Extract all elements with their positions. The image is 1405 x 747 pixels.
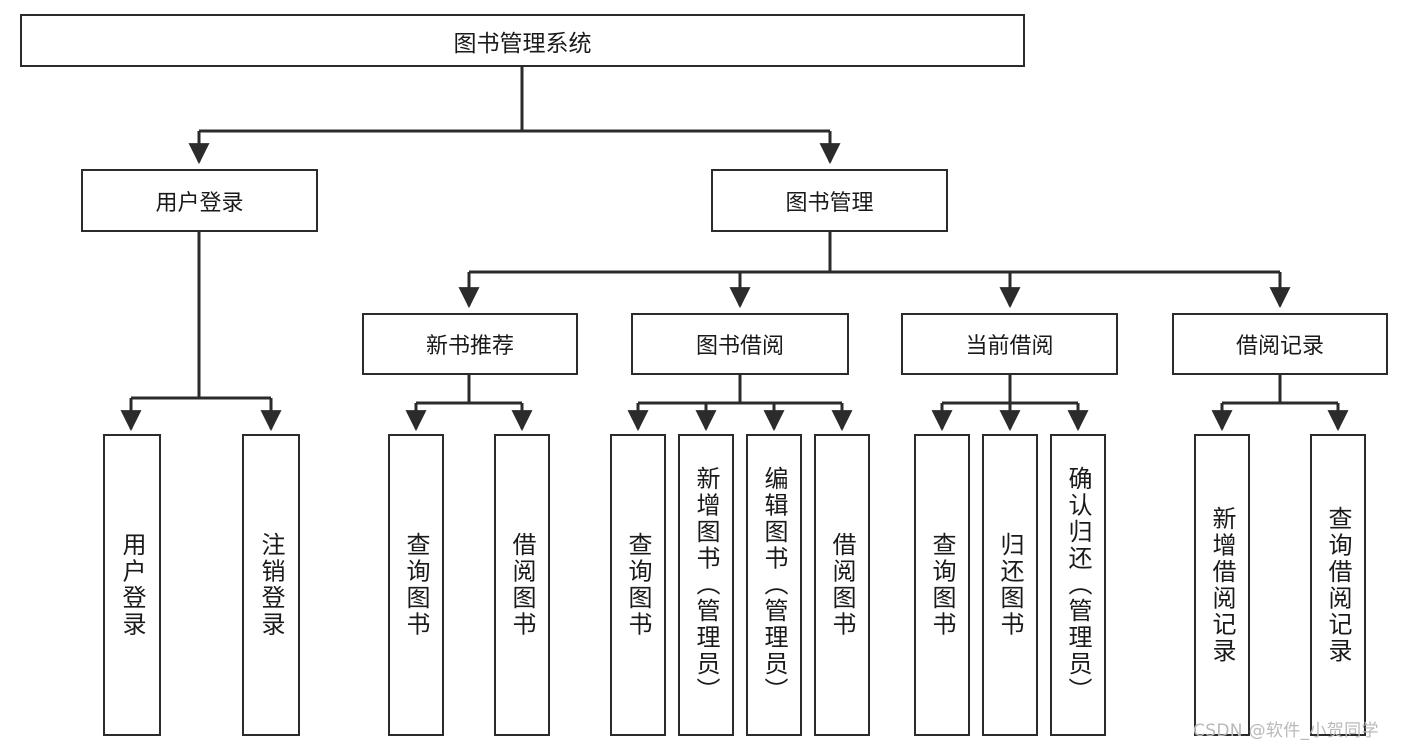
leaf-borrow-query-book[interactable]: 查询图书 bbox=[610, 434, 666, 736]
node-borrow-records[interactable]: 借阅记录 bbox=[1172, 313, 1388, 375]
leaf-borrow-add-book-admin[interactable]: 新增图书（管理员） bbox=[678, 434, 734, 736]
node-label: 查询借阅记录 bbox=[1324, 505, 1352, 665]
node-label: 借阅图书 bbox=[828, 532, 856, 638]
node-label: 新增借阅记录 bbox=[1208, 505, 1236, 665]
leaf-user-login-signin[interactable]: 用户登录 bbox=[103, 434, 161, 736]
leaf-borrow-edit-book-admin[interactable]: 编辑图书（管理员） bbox=[746, 434, 802, 736]
node-book-borrow[interactable]: 图书借阅 bbox=[631, 313, 849, 375]
leaf-current-confirm-return-admin[interactable]: 确认归还（管理员） bbox=[1050, 434, 1106, 736]
node-label: 用户登录 bbox=[118, 532, 146, 638]
leaf-records-add-record[interactable]: 新增借阅记录 bbox=[1194, 434, 1250, 736]
node-book-management[interactable]: 图书管理 bbox=[711, 169, 948, 232]
node-label: 图书管理系统 bbox=[453, 30, 592, 57]
leaf-new-book-query[interactable]: 查询图书 bbox=[388, 434, 444, 736]
leaf-borrow-borrow-book[interactable]: 借阅图书 bbox=[814, 434, 870, 736]
node-label: 借阅记录 bbox=[1235, 334, 1324, 359]
node-label: 确认归还（管理员） bbox=[1064, 466, 1092, 704]
leaf-current-return-book[interactable]: 归还图书 bbox=[982, 434, 1038, 736]
node-label: 图书借阅 bbox=[695, 334, 784, 359]
leaf-current-query-book[interactable]: 查询图书 bbox=[914, 434, 970, 736]
node-label: 新增图书（管理员） bbox=[692, 466, 720, 704]
node-user-login[interactable]: 用户登录 bbox=[81, 169, 318, 232]
leaf-records-query-record[interactable]: 查询借阅记录 bbox=[1310, 434, 1366, 736]
node-label: 查询图书 bbox=[402, 532, 430, 638]
node-label: 图书管理 bbox=[785, 190, 874, 216]
node-label: 借阅图书 bbox=[508, 532, 536, 638]
node-root-system[interactable]: 图书管理系统 bbox=[20, 14, 1025, 67]
node-label: 编辑图书（管理员） bbox=[760, 466, 788, 704]
node-label: 查询图书 bbox=[624, 532, 652, 638]
node-label: 归还图书 bbox=[996, 532, 1024, 638]
leaf-new-book-borrow[interactable]: 借阅图书 bbox=[494, 434, 550, 736]
leaf-user-login-signout[interactable]: 注销登录 bbox=[242, 434, 300, 736]
node-label: 当前借阅 bbox=[965, 334, 1054, 359]
node-current-borrow[interactable]: 当前借阅 bbox=[901, 313, 1118, 375]
node-label: 查询图书 bbox=[928, 532, 956, 638]
csdn-watermark: CSDN @软件_小贺同学 bbox=[1193, 721, 1379, 741]
node-new-book-recommend[interactable]: 新书推荐 bbox=[362, 313, 578, 375]
node-label: 用户登录 bbox=[155, 190, 244, 216]
node-label: 新书推荐 bbox=[425, 334, 514, 359]
node-label: 注销登录 bbox=[257, 532, 285, 638]
